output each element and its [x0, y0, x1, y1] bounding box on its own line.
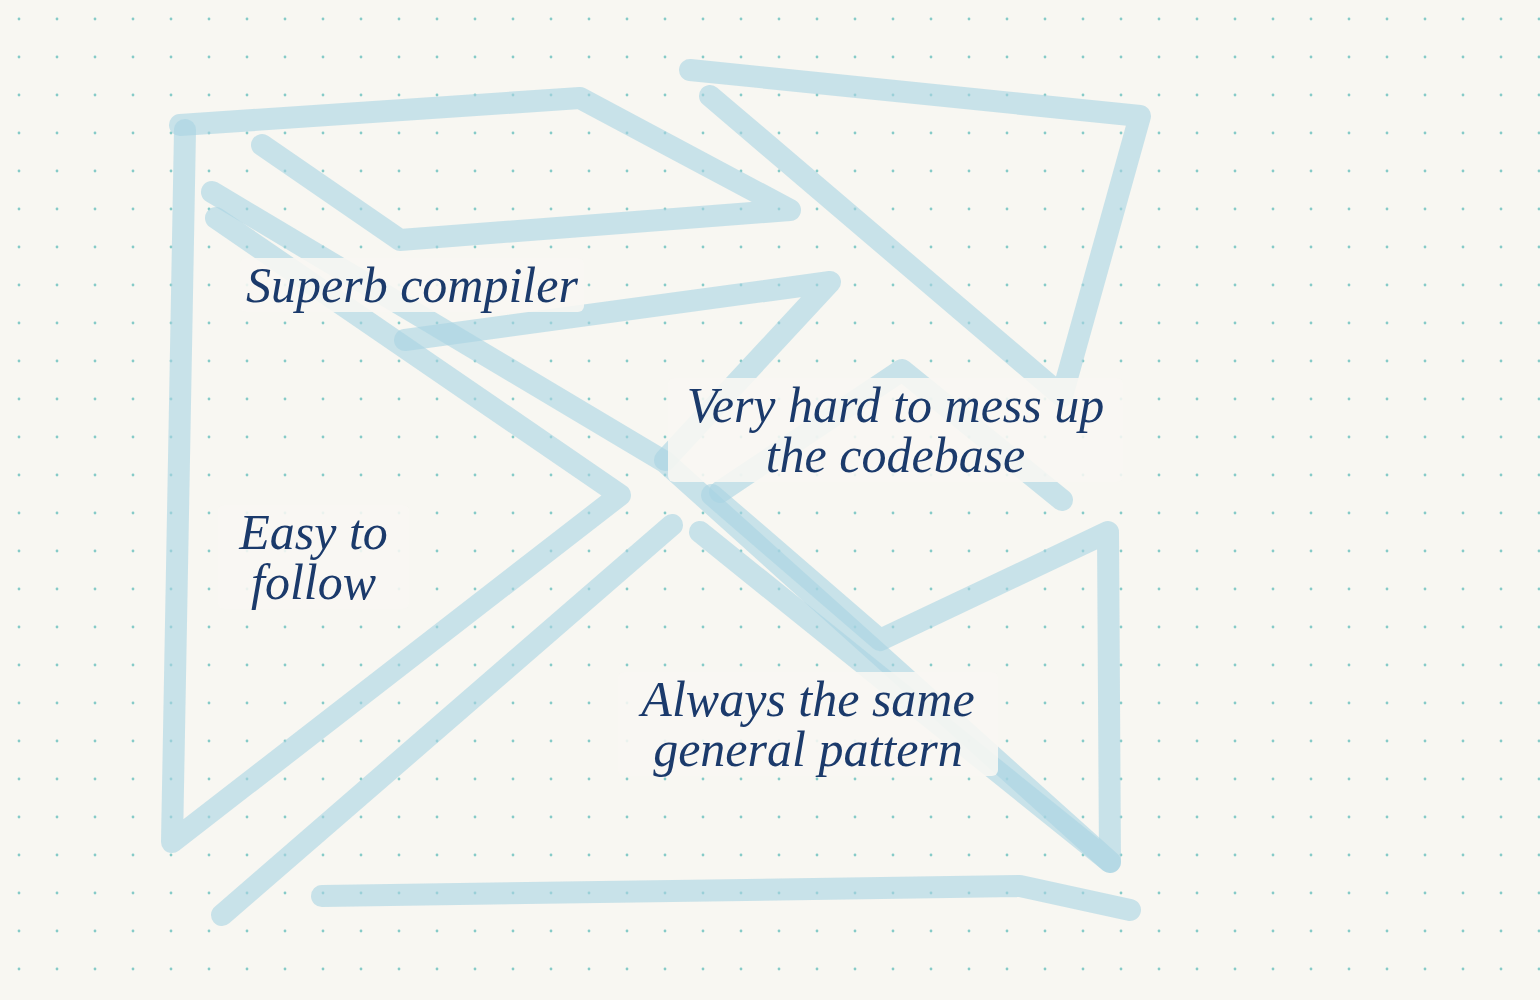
handwritten-note: Superb compiler [240, 258, 584, 312]
handwritten-note: Always the same general pattern [618, 672, 998, 776]
brush-stroke [690, 70, 1140, 396]
handwritten-note: Easy to follow [218, 505, 409, 609]
brush-stroke [322, 886, 1130, 910]
brush-stroke [172, 130, 620, 842]
handwritten-note: Very hard to mess up the codebase [668, 378, 1123, 482]
monogram-strokes [172, 70, 1140, 915]
